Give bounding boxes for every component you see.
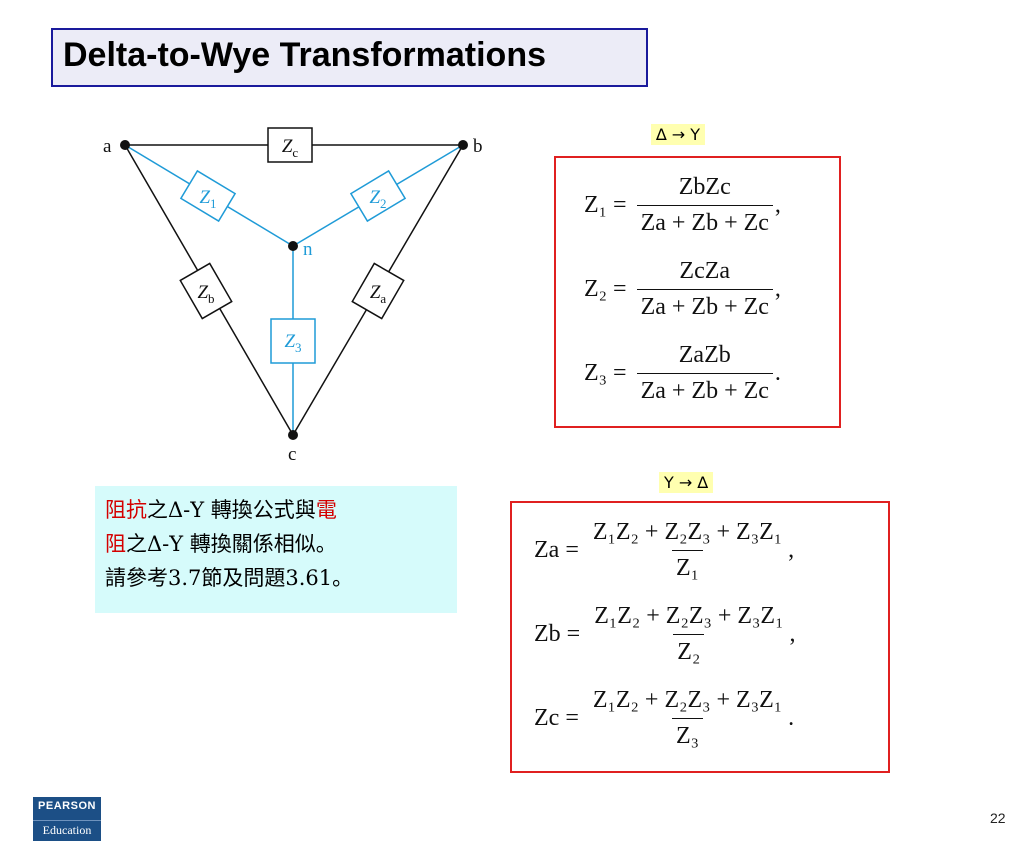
- formula-denominator: Za + Zb + Zc: [636, 289, 773, 321]
- note-box: 阻抗之Δ-Y 轉換公式與電 阻之Δ-Y 轉換關係相似。 請參考3.7節及問題3.…: [95, 486, 457, 613]
- impedance-box-zc: Zc: [267, 127, 313, 163]
- node-n-dot: [288, 241, 298, 251]
- page-number: 22: [990, 810, 1006, 826]
- page-title: Delta-to-Wye Transformations: [63, 36, 547, 74]
- formula-numerator: Z₁Z₂ + Z₂Z₃ + Z₃Z₁: [594, 603, 784, 629]
- formula-lhs: Z₃ =: [584, 360, 627, 386]
- delta-to-y-label: ∆ → Y: [651, 124, 706, 145]
- y-to-delta-label: Y → ∆: [659, 472, 714, 493]
- delta-wye-circuit-diagram: Zc Z1 Z2 Zb Za Z3 a b n c: [103, 127, 483, 465]
- node-label-b: b: [473, 136, 483, 157]
- node-label-c: c: [288, 444, 296, 465]
- impedance-box-za: Za: [351, 262, 405, 320]
- formula-lhs: Zb =: [534, 621, 581, 647]
- node-label-a: a: [103, 136, 112, 157]
- node-b-dot: [458, 140, 468, 150]
- formula-lhs: Za =: [534, 537, 579, 563]
- formula-numerator: ZaZb: [678, 342, 731, 368]
- formula-numerator: Z₁Z₂ + Z₂Z₃ + Z₃Z₁: [592, 519, 783, 545]
- title-box: Delta-to-Wye Transformations: [51, 28, 648, 87]
- formula-denominator: Z₂: [673, 634, 705, 666]
- impedance-box-z3: Z3: [270, 318, 316, 364]
- node-label-n: n: [303, 239, 313, 260]
- formula-denominator: Za + Zb + Zc: [636, 205, 773, 237]
- formula-lhs: Zc =: [534, 705, 579, 731]
- formula-numerator: ZcZa: [679, 258, 731, 284]
- formula-lhs: Z₁ =: [584, 192, 627, 218]
- impedance-box-z2: Z2: [349, 169, 407, 223]
- formula-lhs: Z₂ =: [584, 276, 627, 302]
- formula-denominator: Z₃: [671, 718, 703, 750]
- formula-numerator: ZbZc: [678, 174, 731, 200]
- note-line-3: 請參考3.7節及問題3.61。: [105, 566, 354, 590]
- formula-denominator: Za + Zb + Zc: [636, 373, 773, 405]
- node-a-dot: [120, 140, 130, 150]
- pearson-education-logo: PEARSON Education: [33, 797, 101, 841]
- formula-denominator: Z₁: [671, 550, 703, 582]
- note-line-1: 阻抗之Δ-Y 轉換公式與電: [105, 498, 337, 522]
- formula-numerator: Z₁Z₂ + Z₂Z₃ + Z₃Z₁: [592, 687, 783, 713]
- note-line-2: 阻之Δ-Y 轉換關係相似。: [105, 532, 337, 556]
- logo-text-bottom: Education: [33, 820, 101, 838]
- logo-text-top: PEARSON: [38, 800, 96, 812]
- node-c-dot: [288, 430, 298, 440]
- impedance-box-zb: Zb: [179, 262, 233, 320]
- impedance-box-z1: Z1: [179, 169, 237, 223]
